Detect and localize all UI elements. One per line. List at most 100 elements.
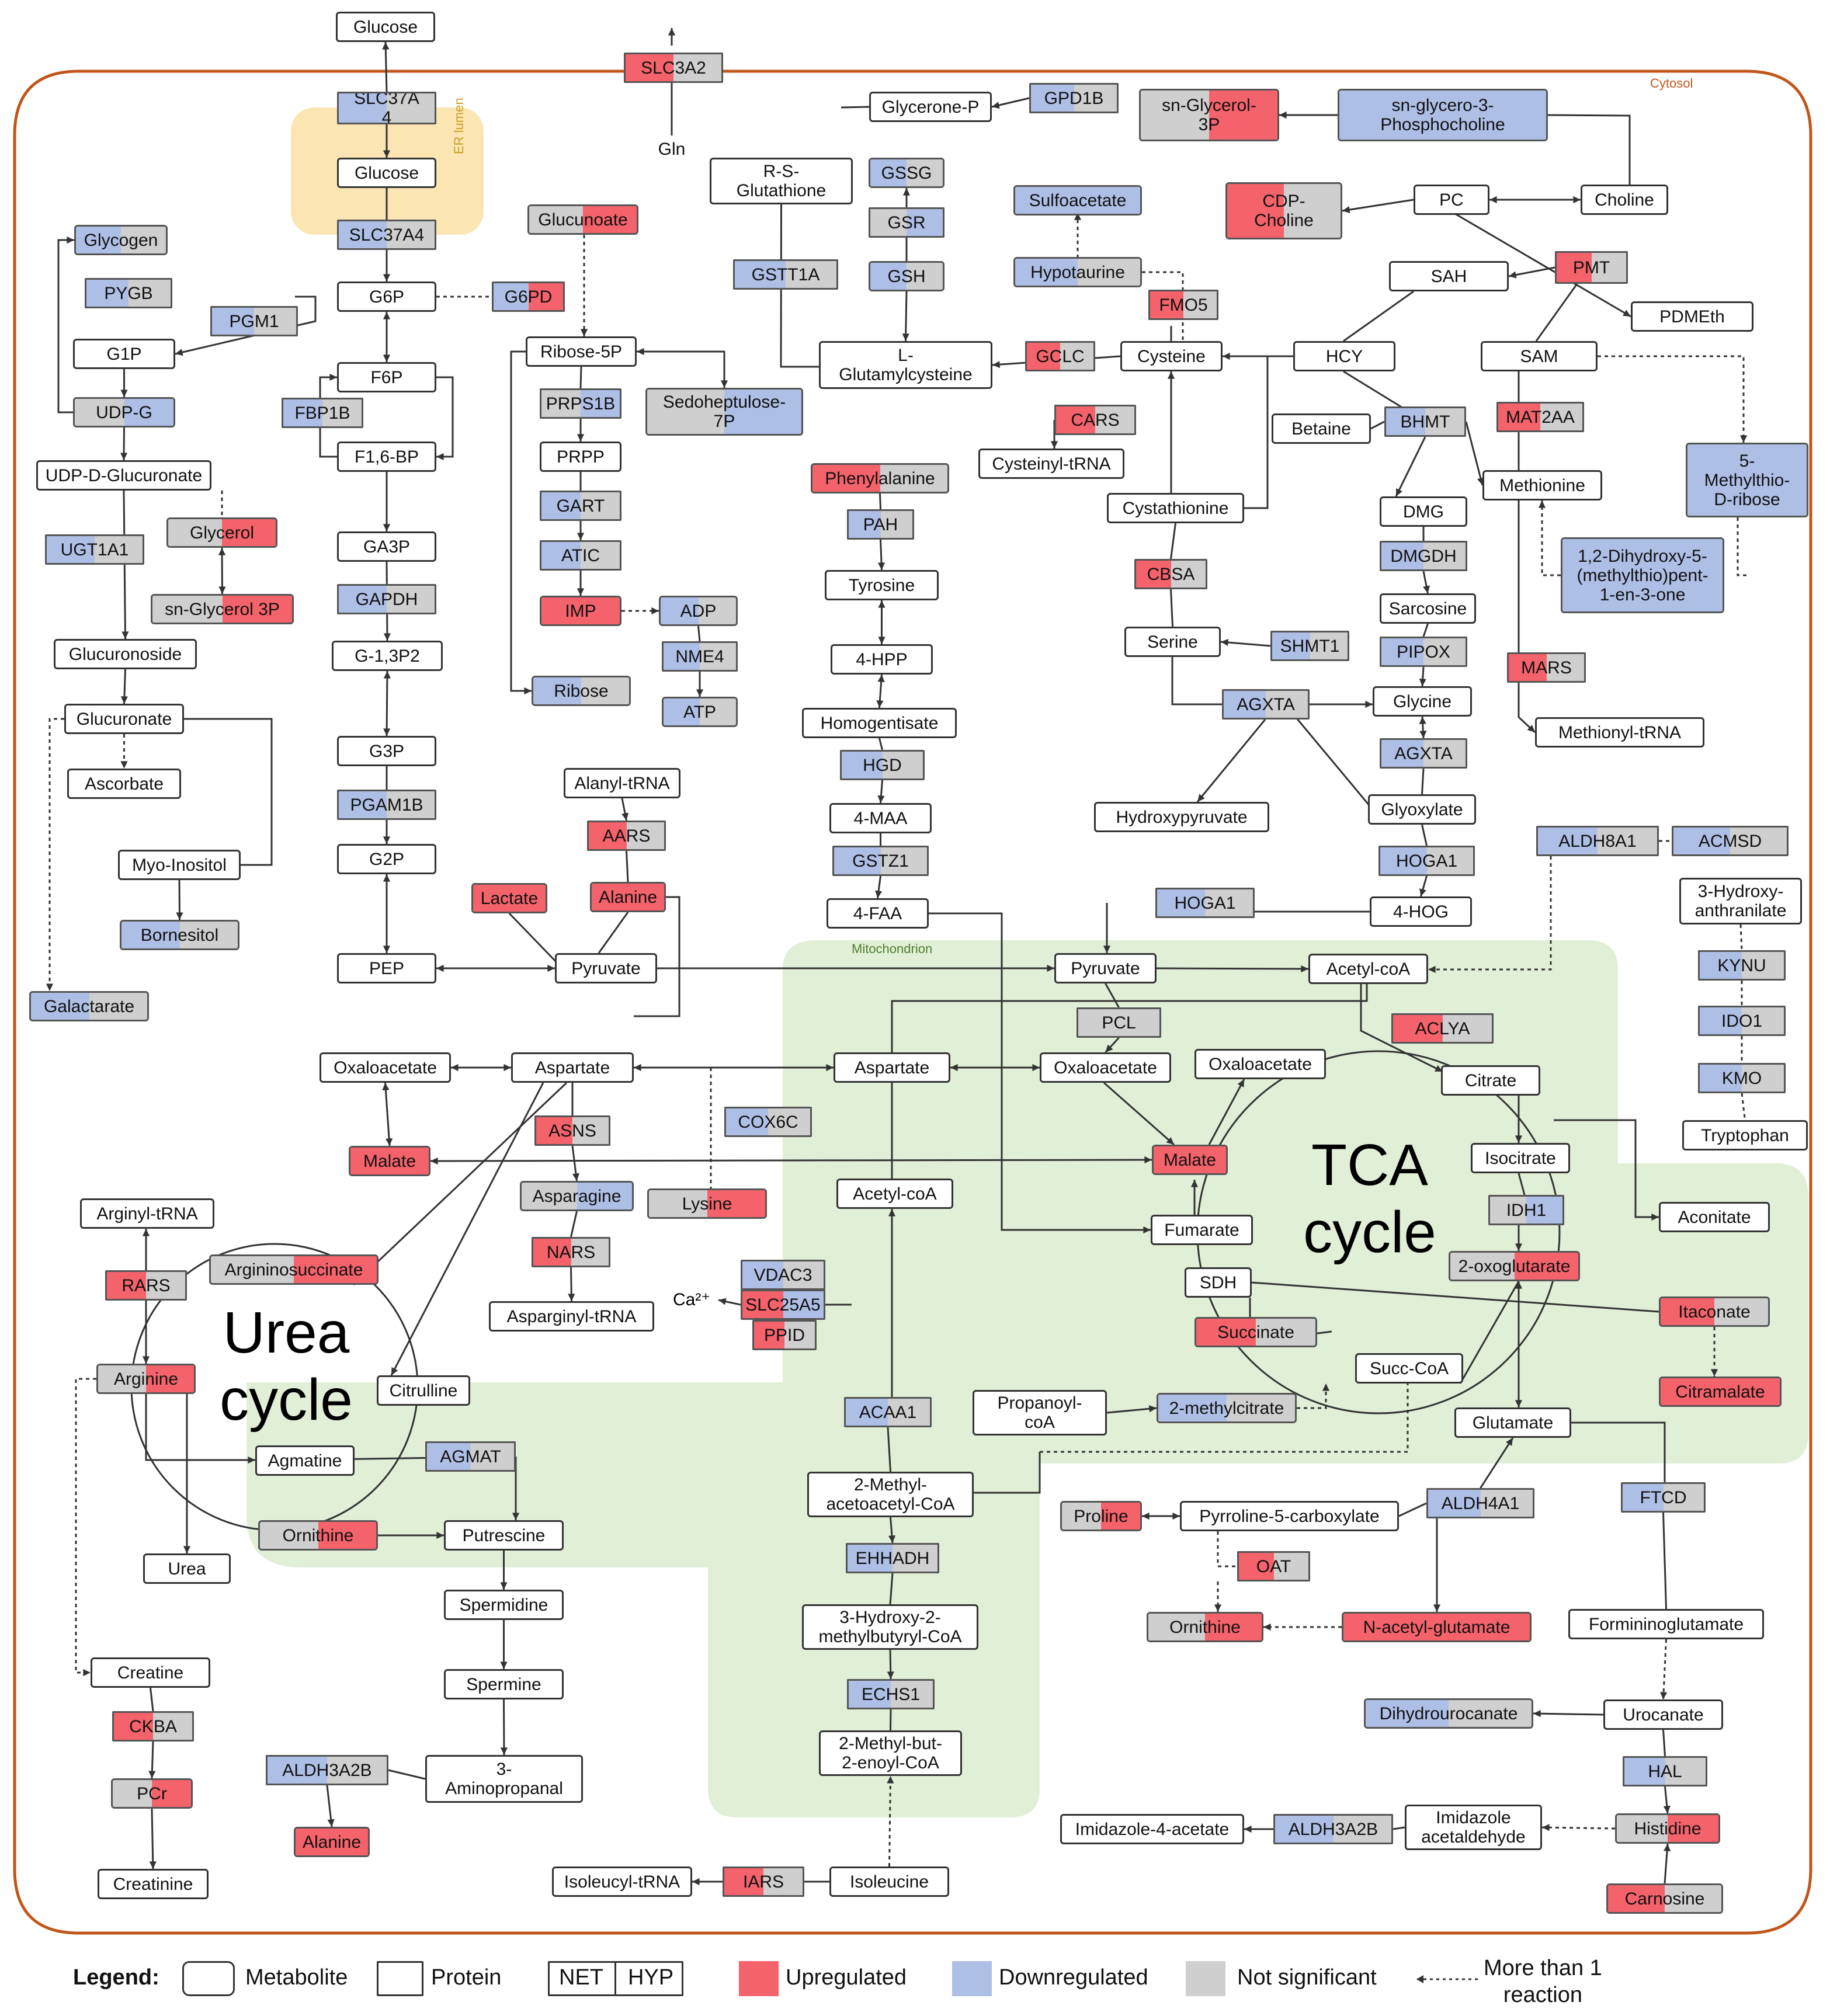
node-label: Argininosuccinate bbox=[224, 1260, 363, 1280]
node-label: Carnosine bbox=[1624, 1889, 1705, 1909]
node-g6p: G6P bbox=[337, 281, 436, 312]
node-label: Isoleucyl-tRNA bbox=[564, 1872, 680, 1892]
node-sedoheptulose: Sedoheptulose- 7P bbox=[645, 388, 803, 436]
pathway-edge bbox=[388, 1769, 426, 1780]
node-label: GAPDH bbox=[355, 589, 418, 609]
node-pah: PAH bbox=[847, 509, 914, 540]
node-label: SLC37A4 bbox=[349, 225, 425, 245]
node-label: Propanoyl- coA bbox=[997, 1393, 1082, 1432]
node-label: SAH bbox=[1430, 266, 1467, 286]
node-label: Asparagine bbox=[532, 1186, 621, 1206]
edge-arrowhead bbox=[1664, 1844, 1671, 1852]
node-label: Formininoglutamate bbox=[1588, 1614, 1744, 1634]
node-label: PIPOX bbox=[1397, 642, 1450, 662]
node-label: Arginine bbox=[113, 1369, 179, 1389]
node-label: SLC25A5 bbox=[745, 1295, 821, 1315]
pathway-edge bbox=[780, 204, 819, 368]
node-label: PGM1 bbox=[229, 311, 279, 331]
node-gart: GART bbox=[540, 491, 621, 521]
node-glyceronep: Glycerone-P bbox=[869, 92, 992, 122]
node-glycine: Glycine bbox=[1373, 686, 1472, 717]
node-gsh: GSH bbox=[869, 261, 944, 291]
node-label: Malate bbox=[363, 1151, 416, 1171]
pathway-edge bbox=[1422, 623, 1429, 637]
node-pcl: PCL bbox=[1077, 1007, 1161, 1038]
pathway-edge bbox=[878, 738, 883, 750]
pathway-edge bbox=[430, 1159, 1152, 1162]
edge-arrowhead bbox=[1428, 965, 1436, 974]
node-label: Glucose bbox=[353, 17, 418, 37]
edge-arrowhead bbox=[382, 42, 390, 50]
pathway-edge bbox=[1547, 114, 1631, 185]
edge-arrowhead bbox=[383, 524, 391, 531]
node-slc25a5: SLC25A5 bbox=[741, 1289, 825, 1320]
node-citrulline: Citrulline bbox=[377, 1375, 470, 1406]
node-label: Aspartate bbox=[534, 1058, 610, 1077]
edge-arrowhead bbox=[500, 1582, 508, 1590]
node-pygb: PYGB bbox=[85, 278, 172, 308]
pathway-edge bbox=[510, 350, 532, 692]
pathway-edge bbox=[1395, 436, 1426, 497]
node-g3p: G3P bbox=[337, 736, 436, 766]
edge-arrowhead bbox=[148, 1771, 156, 1778]
edge-arrowhead bbox=[1221, 638, 1229, 646]
node-fumarate: Fumarate bbox=[1151, 1215, 1253, 1245]
node-label: PGAM1B bbox=[350, 795, 423, 815]
node-label: G1P bbox=[106, 344, 142, 364]
pathway-edge bbox=[48, 718, 64, 991]
node-label: IDO1 bbox=[1721, 1011, 1763, 1031]
node-proline: Proline bbox=[1060, 1501, 1142, 1531]
edge-arrowhead bbox=[391, 1367, 398, 1375]
node-isoleucyltrna: Isoleucyl-tRNA bbox=[552, 1866, 692, 1897]
edge-arrowhead bbox=[1533, 1710, 1541, 1718]
edge-arrowhead bbox=[1515, 1281, 1523, 1289]
node-pgam1b: PGAM1B bbox=[337, 790, 436, 820]
node-label: KYNU bbox=[1717, 955, 1766, 975]
edge-arrowhead bbox=[500, 1662, 508, 1669]
legend-dotted-label: More than 1 reaction bbox=[1484, 1956, 1602, 2007]
node-adp: ADP bbox=[659, 596, 738, 626]
edge-arrowhead bbox=[1142, 1512, 1150, 1520]
node-label: Methionine bbox=[1499, 475, 1585, 495]
node-putrescine: Putrescine bbox=[444, 1520, 564, 1551]
edge-arrowhead bbox=[1105, 1044, 1113, 1052]
node-label: G6P bbox=[369, 287, 405, 307]
edge-arrowhead bbox=[1263, 1623, 1271, 1631]
node-label: CARS bbox=[1071, 410, 1120, 430]
edge-arrowhead bbox=[1419, 717, 1426, 724]
node-agxta: AGXTA bbox=[1380, 738, 1467, 769]
edge-arrowhead bbox=[524, 687, 532, 695]
node-label: 3- Aminopropanal bbox=[445, 1760, 563, 1798]
node-methylcitrate: 2-methylcitrate bbox=[1157, 1393, 1297, 1423]
node-label: sn-glycero-3- Phosphocholine bbox=[1380, 96, 1505, 134]
node-hoga1-right: HOGA1 bbox=[1378, 846, 1475, 876]
node-label: sn-Glycerol 3P bbox=[165, 599, 280, 619]
node-label: Fumarate bbox=[1164, 1220, 1239, 1240]
node-label: Alanine bbox=[302, 1832, 362, 1852]
pathway-edge bbox=[697, 625, 701, 642]
edge-arrowhead bbox=[1419, 888, 1426, 896]
node-g1p: G1P bbox=[73, 339, 175, 369]
pathway-edge bbox=[1662, 1639, 1667, 1700]
node-label: Tyrosine bbox=[848, 575, 915, 595]
edge-arrowhead bbox=[142, 1229, 150, 1236]
edge-arrowhead bbox=[1050, 441, 1058, 449]
node-methionyltrna: Methionyl-tRNA bbox=[1535, 717, 1704, 748]
node-pipox: PIPOX bbox=[1380, 637, 1467, 667]
node-label: Methionyl-tRNA bbox=[1558, 722, 1682, 742]
edge-arrowhead bbox=[877, 795, 885, 803]
edge-arrowhead bbox=[1663, 1805, 1671, 1813]
pathway-edge bbox=[123, 490, 126, 639]
node-spermine: Spermine bbox=[444, 1669, 564, 1699]
node-rars: RARS bbox=[105, 1270, 187, 1301]
node-mat2aa: MAT2AA bbox=[1496, 402, 1584, 432]
node-glucose-er: Glucose bbox=[337, 158, 436, 188]
edge-arrowhead bbox=[692, 1878, 700, 1886]
node-label: GA3P bbox=[363, 537, 411, 557]
node-label: HOGA1 bbox=[1174, 893, 1236, 913]
pathway-edge bbox=[145, 1394, 255, 1461]
node-label: AGXTA bbox=[1237, 694, 1295, 714]
node-label: OAT bbox=[1256, 1556, 1291, 1576]
node-methylacetoacetyl: 2-Methyl- acetoacetyl-CoA bbox=[807, 1472, 974, 1517]
node-label: Galactarate bbox=[43, 996, 135, 1016]
